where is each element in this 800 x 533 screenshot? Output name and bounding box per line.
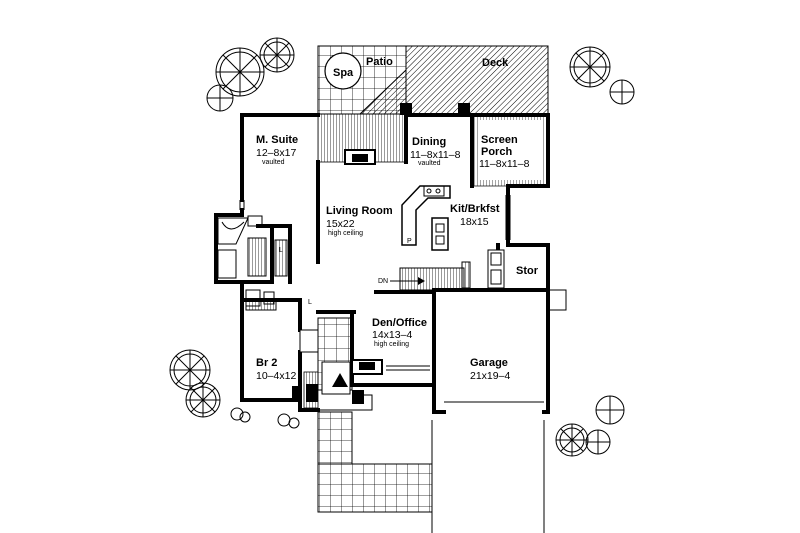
linen-closet-label: L [308, 299, 312, 306]
tree-bottom-left-icon [169, 349, 300, 429]
bedroom2-name: Br 2 [256, 357, 277, 369]
master-bath-fixtures [217, 215, 288, 311]
spa-tub [324, 52, 362, 90]
pantry-label: P [407, 238, 412, 245]
exterior-walls [214, 113, 550, 414]
dining-name: Dining [412, 136, 446, 148]
den-fireplace [351, 359, 383, 375]
screen-porch-dims: 11–8x11–8 [479, 158, 530, 170]
screen-porch-name: Screen [481, 134, 518, 146]
front-walk [317, 411, 433, 513]
dining-note: vaulted [418, 160, 441, 167]
kitchen-name: Kit/Brkfst [450, 203, 500, 215]
dining-dims: 11–8x11–8 [410, 149, 461, 161]
den-dims: 14x13–4 [372, 329, 412, 341]
patio-area [317, 45, 407, 115]
stair-down-label: DN [378, 278, 388, 285]
screen-porch-name2: Porch [481, 146, 512, 158]
garage-dims: 21x19–4 [470, 370, 510, 382]
tree-top-left-icon [206, 37, 295, 112]
living-room-dims: 15x22 [326, 218, 355, 230]
tree-bottom-right-icon [555, 395, 625, 457]
windows [239, 195, 511, 398]
storage-name: Stor [516, 265, 539, 277]
room-labels: Spa Patio Deck M. Suite 12–8x17 vaulted … [256, 56, 539, 382]
living-room-name: Living Room [326, 205, 393, 217]
deck-label: Deck [482, 57, 509, 69]
kitchen-counters [401, 185, 505, 289]
master-suite-note: vaulted [262, 159, 285, 166]
garage-name: Garage [470, 357, 508, 369]
stairs [390, 267, 465, 291]
deck-area [317, 45, 549, 187]
fireplace [344, 149, 376, 165]
living-room-note: high ceiling [328, 230, 363, 237]
patio-label: Patio [366, 56, 393, 68]
tree-top-right-icon [569, 46, 635, 105]
den-name: Den/Office [372, 317, 427, 329]
master-suite-dims: 12–8x17 [256, 147, 296, 159]
den-note: high ceiling [374, 341, 409, 348]
bedroom2-dims: 10–4x12 [256, 370, 296, 382]
bath-linen-label: L [279, 247, 283, 254]
spa-label: Spa [333, 67, 354, 79]
entry-arrow-icon [332, 373, 348, 387]
kitchen-dims: 18x15 [460, 216, 489, 228]
master-suite-name: M. Suite [256, 134, 298, 146]
landscape-trees [169, 37, 635, 457]
entry-foyer [292, 317, 373, 411]
